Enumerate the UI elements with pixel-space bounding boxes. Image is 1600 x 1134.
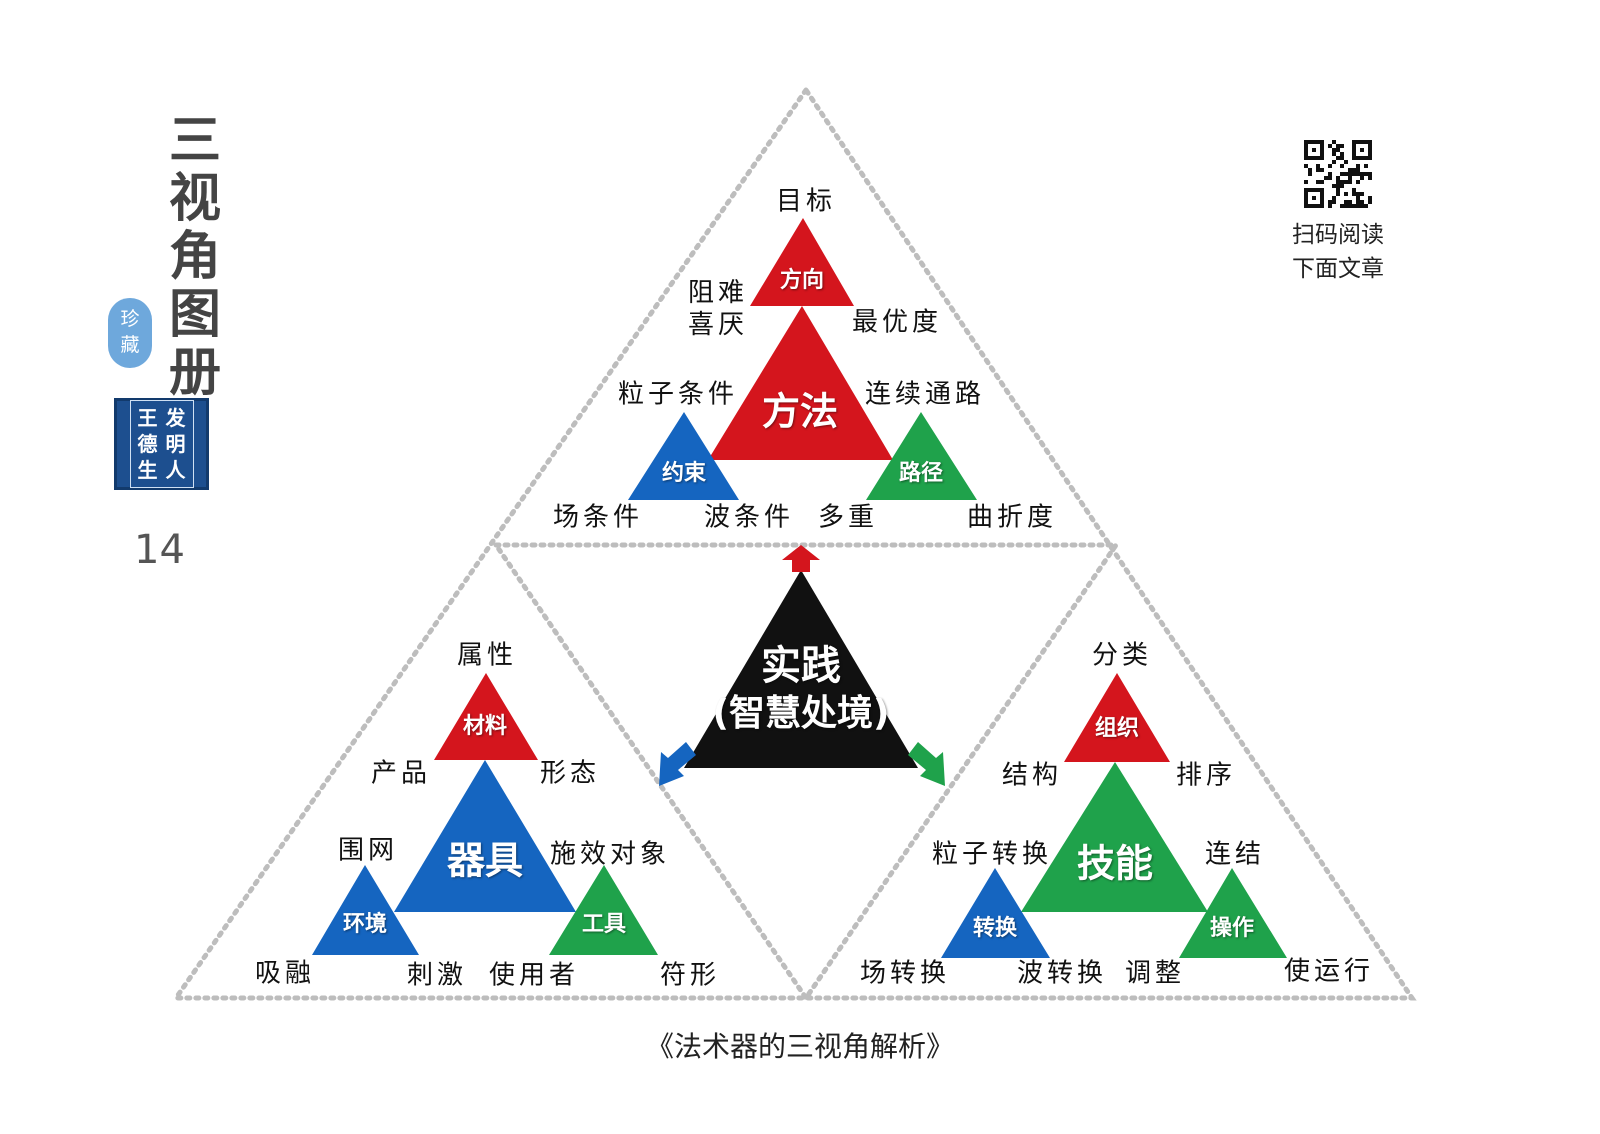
method-label-top-left-2: 喜厌 <box>687 310 749 340</box>
skill-label-top-left: 结构 <box>1001 760 1063 791</box>
skill-top-caption: 组织 <box>1094 716 1140 741</box>
center-title: 实践 <box>760 643 841 689</box>
method-label-bl-left: 场条件 <box>552 502 644 533</box>
qr-caption: 扫码阅读 下面文章 <box>1278 218 1398 286</box>
treasure-seal-text: 珍藏 <box>120 308 140 356</box>
method-label-top-right: 最优度 <box>851 307 943 338</box>
middle-frame <box>491 542 1121 1003</box>
tool-main-triangle <box>394 760 576 912</box>
method-label-main-right: 连续通路 <box>864 379 986 410</box>
arrow-down-right-icon <box>908 742 945 786</box>
center-triangle <box>684 570 918 768</box>
method-top-triangle <box>750 218 854 306</box>
tool-label-top-peak: 属性 <box>456 640 518 671</box>
skill-main-triangle <box>1021 762 1208 912</box>
skill-label-br-left: 调整 <box>1124 958 1186 989</box>
skill-right-triangle <box>1179 868 1287 958</box>
tool-label-br-right: 符形 <box>659 960 721 991</box>
dotted-frames <box>171 85 1417 1003</box>
method-label-br-left: 多重 <box>817 502 879 533</box>
bottom-caption: 《法术器的三视角解析》 <box>645 1030 955 1063</box>
center-label: 实践 (智慧处境) <box>713 642 890 738</box>
author-seal-inner: 王德生 发明人 <box>129 400 194 488</box>
tool-label-bl-right: 刺激 <box>406 960 468 991</box>
arrow-down-left-icon <box>659 742 696 786</box>
skill-label-top-peak: 分类 <box>1091 640 1153 671</box>
qr-code-icon[interactable] <box>1304 140 1372 208</box>
skill-label-main-left: 粒子转换 <box>931 839 1053 870</box>
method-label-top-left-1: 阻难 <box>687 278 749 308</box>
skill-label-br-right: 使运行 <box>1283 956 1375 987</box>
skill-label-bl-left: 场转换 <box>859 958 951 989</box>
method-main-caption: 方法 <box>761 389 839 434</box>
skill-main-caption: 技能 <box>1076 841 1154 886</box>
method-main-triangle <box>708 306 893 460</box>
tool-left-triangle <box>312 865 419 955</box>
method-label-top-peak: 目标 <box>775 186 837 217</box>
tool-label-main-right: 施效对象 <box>549 839 671 870</box>
method-label-bl-right: 波条件 <box>703 502 795 533</box>
treasure-seal: 珍藏 <box>108 298 152 368</box>
arrow-up-icon <box>782 545 820 572</box>
tool-label-top-right: 形态 <box>539 758 601 789</box>
skill-left-triangle <box>941 868 1050 958</box>
tool-right-caption: 工具 <box>581 912 627 937</box>
vertical-title: 三视角图册 <box>168 110 221 403</box>
method-right-triangle <box>866 412 977 500</box>
tool-label-main-left: 围网 <box>337 835 399 866</box>
tool-right-triangle <box>549 865 658 955</box>
author-seal-col-left: 发明人 <box>165 406 186 482</box>
skill-right-caption: 操作 <box>1209 916 1255 941</box>
skill-label-main-right: 连结 <box>1204 839 1266 870</box>
qr-caption-line2: 下面文章 <box>1292 256 1384 282</box>
tool-left-caption: 环境 <box>342 912 388 937</box>
qr-caption-line1: 扫码阅读 <box>1292 222 1384 248</box>
method-left-triangle <box>628 412 739 500</box>
skill-label-top-right: 排序 <box>1175 760 1237 791</box>
author-seal-col-right: 王德生 <box>137 406 158 482</box>
tool-top-triangle <box>434 673 538 760</box>
page-number: 14 <box>134 527 185 573</box>
method-right-caption: 路径 <box>898 461 944 486</box>
tool-label-br-left: 使用者 <box>488 960 580 991</box>
tool-label-bl-left: 吸融 <box>254 958 316 989</box>
method-top-caption: 方向 <box>779 268 825 293</box>
skill-left-caption: 转换 <box>972 916 1018 941</box>
skill-top-triangle <box>1064 673 1170 762</box>
author-seal: 王德生 发明人 <box>114 398 209 490</box>
method-left-caption: 约束 <box>661 461 707 486</box>
method-label-main-left: 粒子条件 <box>617 379 739 410</box>
tool-main-caption: 器具 <box>446 838 524 883</box>
tool-label-top-left: 产品 <box>370 758 432 789</box>
skill-label-bl-right: 波转换 <box>1016 958 1108 989</box>
method-label-br-right: 曲折度 <box>966 502 1058 533</box>
center-subtitle: (智慧处境) <box>712 693 890 734</box>
method-label-top-left: 阻难 喜厌 <box>688 277 748 341</box>
tool-top-caption: 材料 <box>462 714 508 739</box>
